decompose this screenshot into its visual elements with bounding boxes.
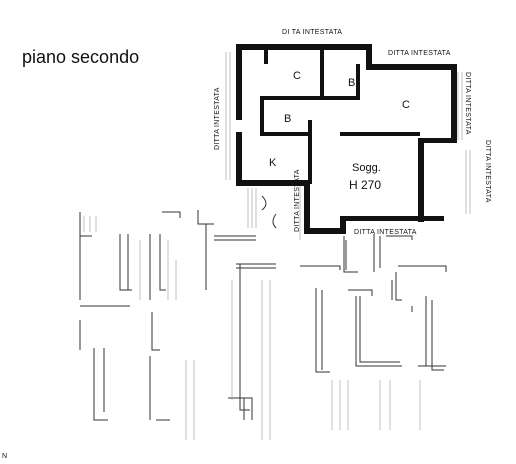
corner-mark: N <box>2 453 7 460</box>
neighbour-label-right-lower: DITTA INTESTATA <box>484 140 491 203</box>
other-units-walls <box>79 210 447 421</box>
other-units-hatching <box>83 216 421 440</box>
room-label-soggiorno: Sogg. <box>352 162 381 174</box>
door-swings <box>261 195 277 229</box>
room-label-c-right: C <box>402 99 410 111</box>
apartment-walls <box>236 44 457 234</box>
neighbour-label-center: DITTA INTESTATA <box>294 169 301 232</box>
ceiling-height-label: H 270 <box>349 178 381 192</box>
neighbour-label-right: DITTA INTESTATA <box>464 72 471 135</box>
plan-title: piano secondo <box>22 47 139 67</box>
room-label-k: K <box>269 157 277 169</box>
wall-hatching <box>225 52 471 240</box>
neighbour-label-left: DITTA INTESTATA <box>214 87 221 150</box>
neighbour-label-bottom: DITTA INTESTATA <box>354 229 417 236</box>
neighbour-label-top: DI TA INTESTATA <box>282 29 342 36</box>
neighbour-label-top-right: DITTA INTESTATA <box>388 50 451 57</box>
room-label-b-small: B <box>284 113 291 125</box>
room-label-c-left: C <box>293 70 301 82</box>
room-label-b-top: B <box>348 77 355 89</box>
